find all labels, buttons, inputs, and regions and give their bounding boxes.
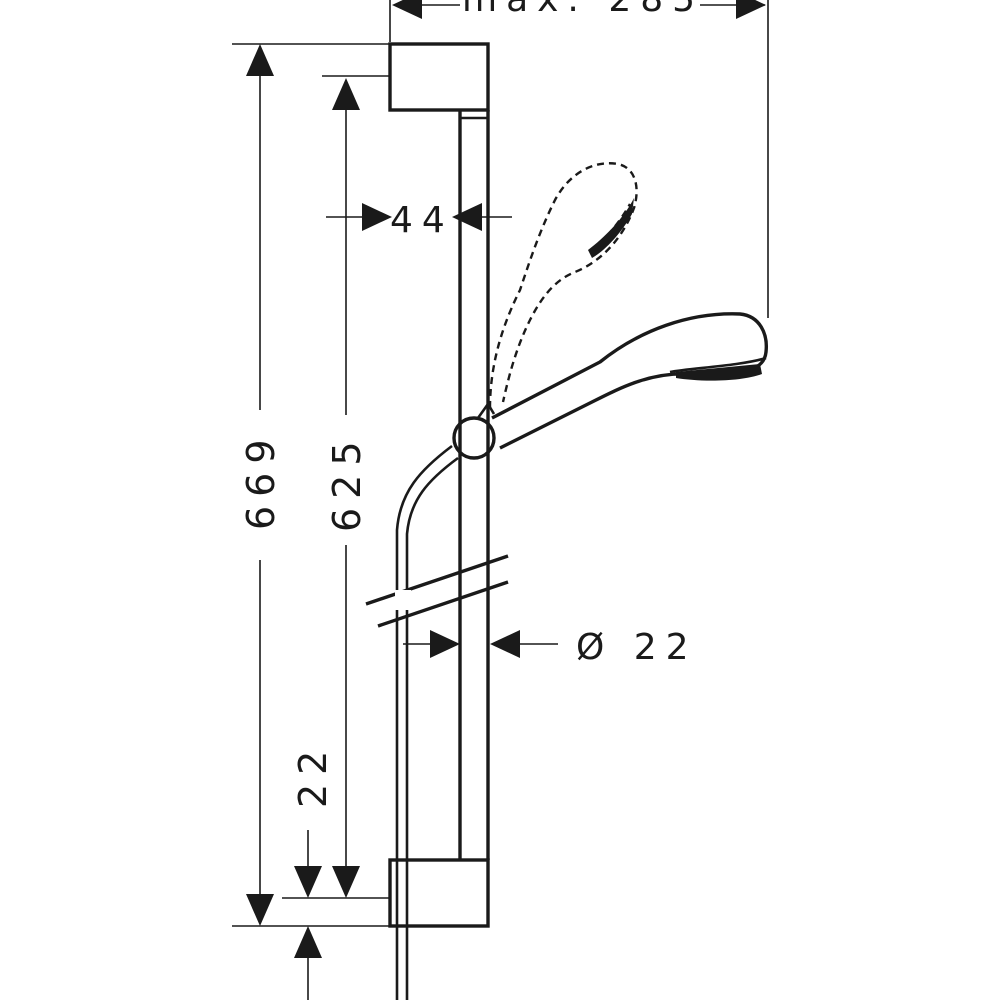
arrowhead bbox=[332, 866, 360, 898]
bottom-offset-label: 22 bbox=[291, 742, 335, 808]
arrowhead bbox=[452, 203, 482, 231]
dimension-bottom-offset: 22 bbox=[291, 742, 335, 1000]
wall-bracket-top bbox=[388, 42, 490, 112]
hose-inner-line bbox=[405, 456, 459, 1000]
arrowhead bbox=[430, 630, 460, 658]
offset-label: 44 bbox=[390, 200, 454, 241]
spray-face-alt bbox=[588, 198, 634, 258]
break-lines bbox=[365, 554, 509, 628]
dimension-total-height: 669 bbox=[232, 43, 390, 927]
spray-face bbox=[676, 364, 762, 381]
arrowhead bbox=[736, 0, 766, 19]
arrowhead bbox=[392, 0, 422, 19]
hand-shower-alternate bbox=[488, 162, 638, 409]
dimension-max-width: max. 285 bbox=[389, 0, 769, 318]
dimension-bar-height: 625 bbox=[282, 75, 390, 899]
break-gap bbox=[395, 590, 411, 610]
arrowhead bbox=[294, 926, 322, 958]
wall-bracket-bottom bbox=[388, 858, 490, 928]
bar-height-label: 625 bbox=[325, 432, 369, 532]
hose-outer-line bbox=[395, 444, 453, 1000]
slider-ring bbox=[452, 416, 496, 460]
arrowhead bbox=[362, 203, 392, 231]
rail-pipe bbox=[458, 110, 490, 860]
dimension-offset: 44 bbox=[326, 200, 512, 241]
arrowhead bbox=[246, 894, 274, 926]
max-width-label: max. 285 bbox=[462, 0, 704, 20]
hand-shower-outline-dashed bbox=[488, 162, 638, 409]
shower-hose bbox=[395, 444, 459, 1000]
arrowhead bbox=[490, 630, 520, 658]
hand-shower bbox=[491, 312, 768, 450]
break-line-upper bbox=[365, 554, 509, 606]
spray-face-line bbox=[669, 356, 767, 374]
slider-holder bbox=[452, 401, 496, 460]
pipe-diameter-label: Ø 22 bbox=[576, 627, 698, 668]
dimension-pipe-diameter: Ø 22 bbox=[403, 627, 698, 668]
arrowhead bbox=[246, 44, 274, 76]
break-line-lower bbox=[377, 580, 509, 628]
arrowhead bbox=[332, 78, 360, 110]
total-height-label: 669 bbox=[239, 430, 283, 530]
hand-shower-body bbox=[491, 312, 768, 450]
holder-clip bbox=[476, 401, 496, 419]
arrowhead bbox=[294, 866, 322, 898]
